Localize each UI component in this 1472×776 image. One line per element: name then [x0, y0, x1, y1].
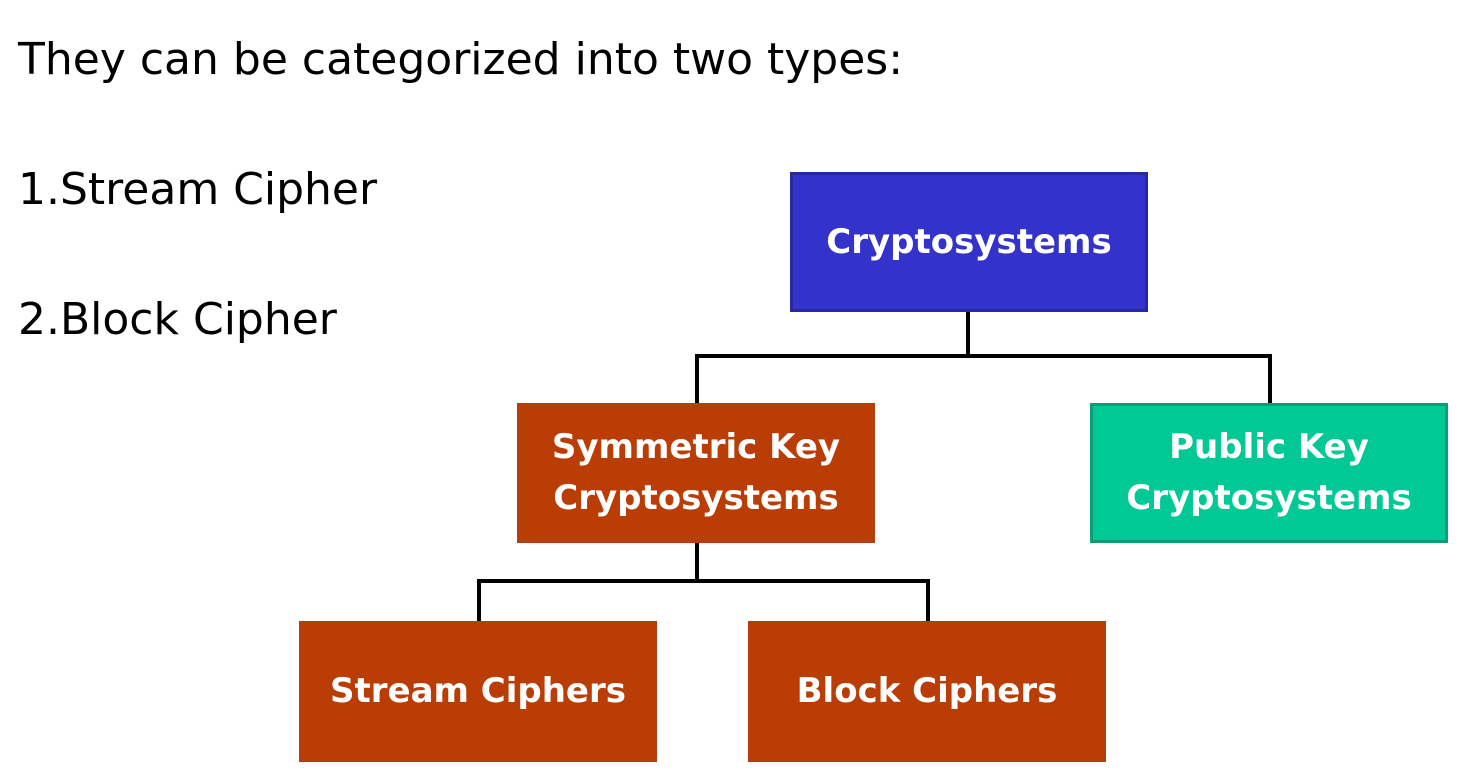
cryptosystems-label: Cryptosystems	[826, 221, 1112, 262]
intro-text: They can be categorized into two types:	[18, 34, 904, 85]
list-item-stream-cipher: 1.Stream Cipher	[18, 164, 378, 215]
stream-ciphers-box: Stream Ciphers	[299, 621, 657, 762]
public-key-label-line1: Public Key	[1169, 427, 1369, 467]
symmetric-key-cryptosystems-box: Symmetric Key Cryptosystems	[517, 403, 875, 543]
block-ciphers-label: Block Ciphers	[796, 671, 1058, 711]
connector-symmetric-to-ciphers	[477, 543, 930, 621]
symmetric-key-label-line1: Symmetric Key	[551, 427, 841, 467]
block-ciphers-box: Block Ciphers	[748, 621, 1106, 762]
cryptosystems-box: Cryptosystems	[790, 172, 1148, 312]
connector-root-to-children	[695, 312, 1272, 403]
list-item-block-cipher: 2.Block Cipher	[18, 294, 337, 345]
symmetric-key-label-line2: Cryptosystems	[553, 478, 839, 518]
public-key-cryptosystems-box: Public Key Cryptosystems	[1090, 403, 1448, 543]
public-key-label-line2: Cryptosystems	[1126, 478, 1412, 518]
stream-ciphers-label: Stream Ciphers	[330, 671, 626, 711]
